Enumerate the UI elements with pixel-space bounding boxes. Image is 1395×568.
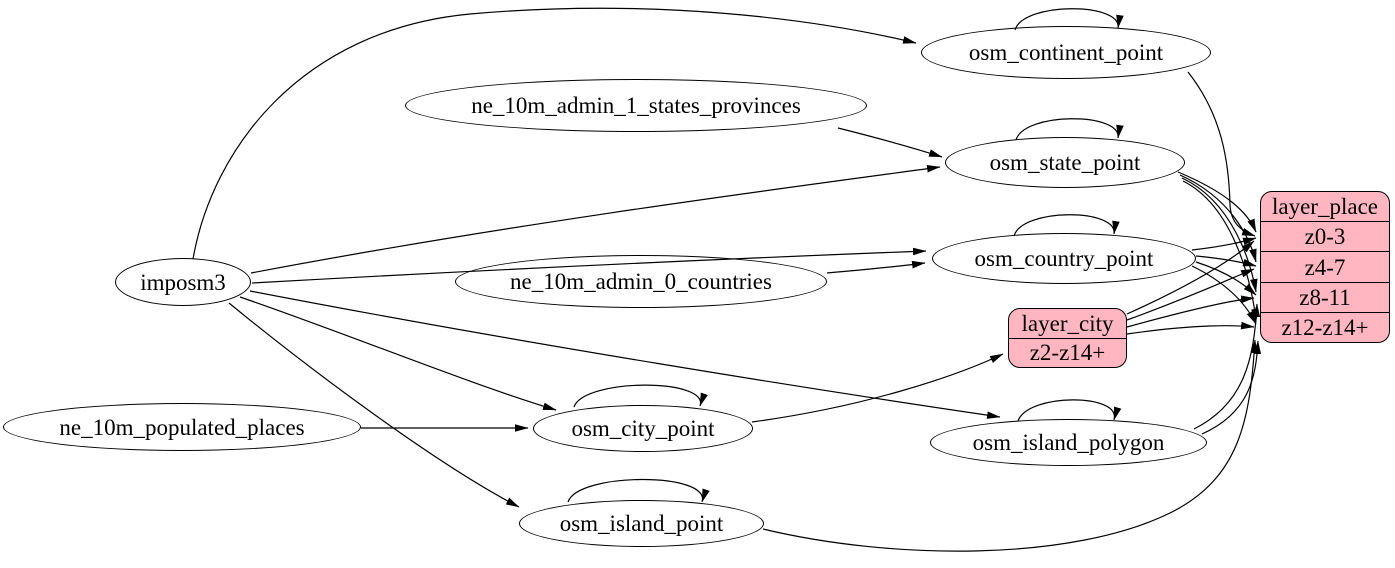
edge-osm_island_point-to-osm_island_point bbox=[567, 478, 710, 503]
node-osm-country-point-label: osm_country_point bbox=[974, 246, 1154, 271]
record-layer-place: layer_place z0-3 z4-7 z8-11 z12-z14+ bbox=[1260, 191, 1390, 343]
edge-osm_country_point-to-layer_place:z4-7 bbox=[1195, 255, 1257, 267]
node-osm-continent-point-label: osm_continent_point bbox=[968, 40, 1164, 65]
edge-layer_city:z2-z14+-to-layer_place:z8-11 bbox=[1126, 295, 1255, 328]
node-osm-city-point-label: osm_city_point bbox=[571, 416, 715, 441]
node-ne-10m-admin-0-countries: ne_10m_admin_0_countries bbox=[455, 255, 827, 308]
edge-osm_country_point-to-layer_place:z8-11 bbox=[1195, 261, 1257, 296]
edge-osm_city_point-to-layer_city:z2-z14+ bbox=[751, 353, 1004, 423]
edge-osm_state_point-to-layer_place:z8-11 bbox=[1181, 177, 1258, 293]
record-layer-city-title: layer_city bbox=[1021, 310, 1114, 336]
node-osm-country-point: osm_country_point bbox=[932, 233, 1196, 284]
record-layer-place-row-z8-11: z8-11 bbox=[1261, 281, 1389, 312]
node-osm-island-polygon: osm_island_polygon bbox=[930, 419, 1207, 466]
node-osm-island-point: osm_island_point bbox=[519, 500, 764, 547]
edge-osm_state_point-to-layer_place:z4-7 bbox=[1179, 174, 1257, 263]
node-osm-city-point: osm_city_point bbox=[533, 405, 753, 452]
edge-osm_state_point-to-layer_place:z0-3 bbox=[1177, 171, 1257, 233]
edge-osm_island_polygon-to-layer_place:z12-z14+ bbox=[1201, 340, 1262, 435]
record-layer-place-row-z12-z14: z12-z14+ bbox=[1261, 311, 1389, 342]
node-imposm3-label: imposm3 bbox=[140, 269, 226, 295]
node-ne-10m-populated-places-label: ne_10m_populated_places bbox=[59, 414, 305, 440]
record-layer-place-title: layer_place bbox=[1272, 194, 1378, 220]
node-ne-10m-admin-1-states-provinces: ne_10m_admin_1_states_provinces bbox=[405, 79, 867, 132]
edge-ne_10m_admin_1_states_provinces-to-osm_state_point bbox=[837, 127, 943, 158]
node-osm-continent-point: osm_continent_point bbox=[921, 26, 1211, 79]
edge-imposm3-to-osm_island_polygon bbox=[249, 290, 1001, 419]
edge-osm_island_polygon-to-osm_island_polygon bbox=[1017, 399, 1122, 422]
node-osm-island-point-label: osm_island_point bbox=[559, 511, 724, 536]
node-osm-state-point-label: osm_state_point bbox=[989, 150, 1141, 175]
edge-osm_state_point-to-layer_place:z12-z14+ bbox=[1182, 180, 1259, 323]
record-layer-city-row-z2-z14: z2-z14+ bbox=[1009, 337, 1126, 368]
edge-osm_island_polygon-to-layer_place:z8-11 bbox=[1193, 303, 1261, 430]
edge-imposm3-to-osm_city_point bbox=[239, 296, 557, 411]
node-ne-10m-admin-1-states-provinces-label: ne_10m_admin_1_states_provinces bbox=[471, 93, 801, 118]
record-layer-place-row-z4-7: z4-7 bbox=[1261, 251, 1389, 281]
edge-layer_city:z2-z14+-to-layer_place:z12-z14+ bbox=[1126, 321, 1255, 335]
node-imposm3: imposm3 bbox=[115, 258, 251, 306]
edge-osm_country_point-to-layer_place:z12-z14+ bbox=[1191, 265, 1257, 325]
record-layer-city: layer_city z2-z14+ bbox=[1008, 308, 1127, 368]
node-osm-island-polygon-label: osm_island_polygon bbox=[972, 430, 1165, 455]
node-osm-state-point: osm_state_point bbox=[945, 137, 1185, 188]
node-ne-10m-admin-0-countries-label: ne_10m_admin_0_countries bbox=[510, 269, 772, 294]
edge-osm_continent_point-to-layer_place:z0-3 bbox=[1187, 71, 1256, 237]
edge-osm_country_point-to-layer_place:z0-3 bbox=[1191, 237, 1257, 251]
edge-imposm3-to-osm_continent_point bbox=[192, 7, 917, 260]
edge-imposm3-to-osm_island_point bbox=[228, 302, 520, 508]
edge-ne_10m_admin_0_countries-to-osm_country_point bbox=[826, 260, 926, 274]
edge-osm_city_point-to-osm_city_point bbox=[573, 384, 708, 408]
record-layer-place-row-z0-3: z0-3 bbox=[1261, 221, 1389, 251]
node-ne-10m-populated-places: ne_10m_populated_places bbox=[3, 403, 361, 451]
